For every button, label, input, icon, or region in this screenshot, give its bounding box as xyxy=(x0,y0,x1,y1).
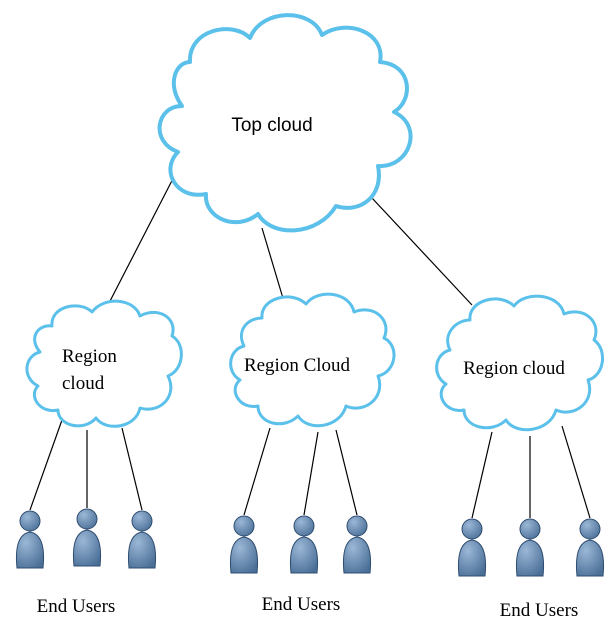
region-cloud-3-shape xyxy=(435,294,604,432)
top-cloud-shape xyxy=(157,13,413,233)
end-users-label-1: End Users xyxy=(37,596,116,617)
user-icon-head xyxy=(346,515,368,537)
connector-region-2-user-3 xyxy=(335,429,358,516)
end-users-group-3 xyxy=(457,518,605,577)
end-users-label-3: End Users xyxy=(500,600,579,621)
user-icon xyxy=(515,518,545,577)
region-cloud-1-label-line-1: Region xyxy=(62,346,117,367)
user-icon-head xyxy=(519,518,541,540)
connector-top-to-region-1 xyxy=(107,164,181,306)
user-icon-body xyxy=(515,539,545,577)
user-icon xyxy=(289,515,319,574)
region-cloud-1-label-line-2: cloud xyxy=(62,373,105,394)
user-icon-body xyxy=(127,531,157,569)
user-icon-body xyxy=(457,539,487,577)
user-icon-head xyxy=(76,508,98,530)
user-icon xyxy=(15,510,45,569)
end-users-group-2 xyxy=(229,515,372,574)
user-icon-body xyxy=(72,529,102,567)
user-icon-body xyxy=(575,539,605,577)
user-icon xyxy=(575,518,605,577)
user-icon-body xyxy=(342,536,372,574)
region-cloud-2-shape xyxy=(229,292,396,428)
connector-region-2-user-1 xyxy=(243,427,271,516)
region-cloud-3: Region cloud xyxy=(435,294,604,432)
connector-top-to-region-2 xyxy=(261,227,286,306)
user-icon xyxy=(229,515,259,574)
user-icon xyxy=(127,510,157,569)
user-icon-body xyxy=(229,536,259,574)
user-connectors xyxy=(29,419,591,519)
user-icon-head xyxy=(233,515,255,537)
top-cloud: Top cloud xyxy=(157,13,413,233)
connector-region-2-user-2 xyxy=(303,431,319,516)
end-users-label-2: End Users xyxy=(262,594,341,615)
top-connectors xyxy=(107,164,473,306)
region-cloud-2-label: Region Cloud xyxy=(244,355,351,376)
connector-region-3-user-1 xyxy=(471,431,493,519)
region-cloud-3-label: Region cloud xyxy=(463,358,565,379)
connector-region-1-user-3 xyxy=(121,427,143,511)
end-users-group-1 xyxy=(15,508,157,569)
user-icon-body xyxy=(15,531,45,569)
user-icon-head xyxy=(579,518,601,540)
connector-region-1-user-1 xyxy=(29,419,63,511)
user-icon-head xyxy=(19,510,41,532)
region-cloud-1: Region cloud xyxy=(25,299,183,428)
user-icon xyxy=(457,518,487,577)
connector-region-3-user-3 xyxy=(561,425,591,519)
user-icon-head xyxy=(131,510,153,532)
user-icon xyxy=(342,515,372,574)
region-cloud-2: Region Cloud xyxy=(229,292,396,428)
connector-top-to-region-3 xyxy=(371,197,473,306)
user-icon-body xyxy=(289,536,319,574)
user-icon xyxy=(72,508,102,567)
user-icon-head xyxy=(293,515,315,537)
top-cloud-label: Top cloud xyxy=(231,115,312,136)
user-icon-head xyxy=(461,518,483,540)
region-cloud-1-shape xyxy=(25,299,183,428)
